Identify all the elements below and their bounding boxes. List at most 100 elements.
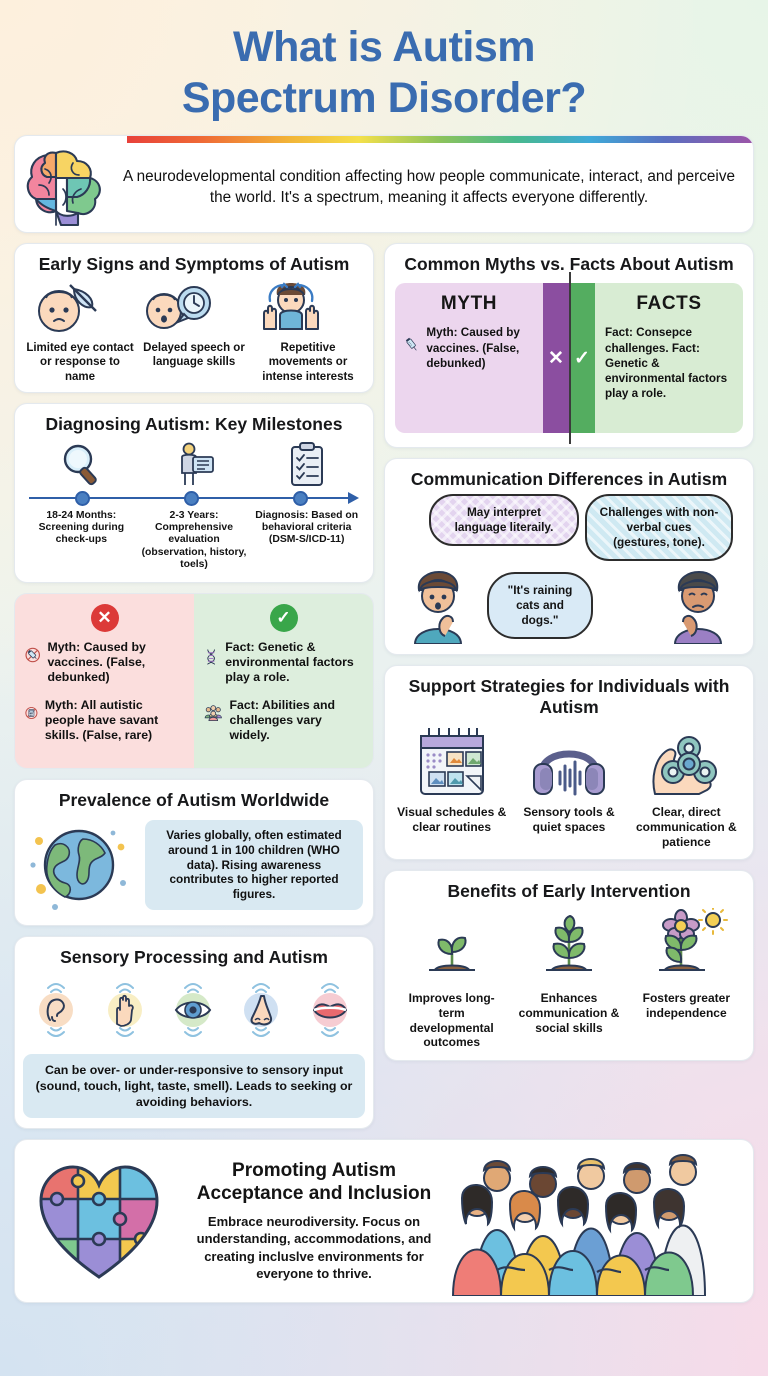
growing-plant-icon xyxy=(545,915,592,972)
timeline-dot xyxy=(293,490,308,506)
globe-icon xyxy=(30,829,126,910)
diverse-group-icon xyxy=(449,1146,749,1297)
page-title: What is Autism Spectrum Disorder? xyxy=(14,0,754,123)
bubble-literal-language: May interpret language literaily. xyxy=(429,494,579,547)
myth-column-body: Myth: Caused by vaccines. (False, debunk… xyxy=(405,325,533,371)
support-item: Sensory tools & quiet spaces xyxy=(510,724,627,849)
child-hand-flapping-icon xyxy=(263,282,319,331)
myths-vs-facts-card: Common Myths vs. Facts About Autism MYTH xyxy=(384,243,754,449)
no-calculator-icon xyxy=(25,706,38,719)
intro-card: A neurodevelopmental condition affecting… xyxy=(14,135,754,234)
right-column: Common Myths vs. Facts About Autism MYTH xyxy=(384,243,754,1129)
early-sign-item: Delayed speech or language skills xyxy=(137,281,251,383)
sensory-card: Sensory Processing and Autism xyxy=(14,935,374,1130)
fact-text: Fact: Genetic & environmental factors pl… xyxy=(225,639,354,685)
sensory-item xyxy=(231,974,293,1046)
myth-fact-split-card: ✕ Myth: Caused by vaccines. ( xyxy=(14,592,374,769)
fact-side: ✓ Fact: xyxy=(194,593,373,768)
fact-text: Fact: Abilities and challenges vary wide… xyxy=(229,697,335,743)
sensory-item xyxy=(26,974,88,1046)
support-item: Visual schedules & clear routines xyxy=(393,724,510,849)
benefit-label: Fosters greater independence xyxy=(642,991,730,1020)
early-sign-label: Limited eye contact or response to name xyxy=(26,342,134,383)
myth-cell-text: Myth: Caused by vaccines. (False, debunk… xyxy=(426,326,520,370)
x-badge-icon: ✕ xyxy=(90,603,119,632)
group-people-icon xyxy=(204,704,222,721)
fact-badge-wrap: ✓ xyxy=(204,603,363,632)
timeline-dot xyxy=(184,490,200,506)
acceptance-banner: Promoting Autism Acceptance and Inclusio… xyxy=(14,1139,754,1304)
rainbow-brain-icon xyxy=(15,139,119,229)
milestone-label: 2-3 Years: Comprehensive evaluation (obs… xyxy=(141,509,247,571)
fact-column-header: FACTS xyxy=(636,293,702,315)
support-item: Clear, direct communication & patience xyxy=(628,724,745,849)
sensory-row xyxy=(23,974,365,1046)
early-signs-title: Early Signs and Symptoms of Autism xyxy=(38,254,350,275)
clinician-chart-icon xyxy=(138,439,251,487)
timeline-dot xyxy=(75,490,91,506)
fact-column-body: Fact: Consepce challenges. Fact: Genetic… xyxy=(605,325,733,401)
support-strategies-card: Support Strategies for Individuals with … xyxy=(384,665,754,861)
early-sign-item: Repetitive movements or intense interest… xyxy=(251,281,365,383)
early-sign-label: Delayed speech or language skills xyxy=(143,342,245,369)
nose-icon xyxy=(244,982,279,1037)
puzzle-heart-icon xyxy=(19,1159,179,1283)
myth-column-header: MYTH xyxy=(440,293,498,315)
milestones-timeline xyxy=(29,489,359,507)
milestones-card: Diagnosing Autism: Key Milestones xyxy=(14,402,374,583)
fact-cell-text: Fact: Consepce challenges. Fact: Genetic… xyxy=(605,326,728,401)
fidget-spinner-hand-icon xyxy=(652,736,718,796)
acceptance-text: Embrace neurodiversity. Focus on underst… xyxy=(196,1214,432,1281)
sensory-item xyxy=(163,974,225,1046)
confused-person-icon xyxy=(413,571,463,645)
fact-item: Fact: Genetic & environmental factors pl… xyxy=(204,640,363,686)
ear-icon xyxy=(39,982,74,1037)
benefit-item: Enhances communication & social skills xyxy=(510,908,627,1050)
left-column: Early Signs and Symptoms of Autism L xyxy=(14,243,374,1130)
prevalence-card: Prevalence of Autism Worldwide Varies gl… xyxy=(14,778,374,926)
fact-item: Fact: Abilities and challenges vary wide… xyxy=(204,698,363,744)
prevalence-text: Varies globally, often estimated around … xyxy=(145,819,363,911)
divider-check-icon: ✓ xyxy=(569,283,595,434)
sensory-note: Can be over- or under-responsive to sens… xyxy=(23,1053,365,1119)
myth-item: Myth: All autistic people have savant sk… xyxy=(25,698,184,744)
myth-text: Myth: Caused by vaccines. (False, debunk… xyxy=(47,639,146,685)
headphones-icon xyxy=(532,751,605,796)
eye-icon xyxy=(174,982,212,1037)
benefits-row: Improves long-term developmental outcome… xyxy=(393,908,745,1050)
baby-no-eye-contact-icon xyxy=(38,284,97,333)
benefit-item: Fosters greater independence xyxy=(628,908,745,1050)
early-sign-item: Limited eye contact or response to name xyxy=(23,281,137,383)
communication-stage: May interpret language literaily. Challe… xyxy=(395,494,743,645)
myth-item: Myth: Caused by vaccines. (False, debunk… xyxy=(25,640,184,686)
baby-speech-bubble-clock-icon xyxy=(146,286,211,330)
benefits-title: Benefits of Early Intervention xyxy=(447,881,691,902)
title-line-1: What is Autism xyxy=(233,23,535,71)
support-title: Support Strategies for Individuals with … xyxy=(408,676,730,718)
dna-helix-icon xyxy=(207,649,215,665)
lips-icon xyxy=(312,982,347,1037)
milestones-labels: 18-24 Months: Screening during check-ups… xyxy=(25,510,363,572)
visual-schedule-calendar-icon xyxy=(419,728,484,796)
divider-x-icon: ✕ xyxy=(543,283,569,434)
myths-vs-facts-table: MYTH Myth: Caused by vaccines. (F xyxy=(395,272,743,445)
rainbow-bar xyxy=(127,136,753,144)
magnifying-glass-icon xyxy=(25,439,138,487)
timeline-arrow xyxy=(348,491,359,504)
myth-side: ✕ Myth: Caused by vaccines. ( xyxy=(15,593,194,768)
thinking-person-icon xyxy=(673,571,723,645)
sensory-title: Sensory Processing and Autism xyxy=(60,946,328,967)
myth-fact-divider: ✕ ✓ xyxy=(543,272,595,445)
support-label: Sensory tools & quiet spaces xyxy=(523,805,615,835)
early-sign-label: Repetitive movements or intense interest… xyxy=(262,342,354,383)
milestones-icons xyxy=(25,439,363,487)
sensory-item xyxy=(95,974,157,1046)
communication-title: Communication Differences in Autism xyxy=(410,469,728,490)
acceptance-title: Promoting Autism Acceptance and Inclusio… xyxy=(196,1160,432,1205)
sensory-item xyxy=(300,974,362,1046)
acceptance-text-block: Promoting Autism Acceptance and Inclusio… xyxy=(179,1160,449,1282)
bubble-idiom: "It's raining cats and dogs." xyxy=(487,572,593,640)
clipboard-checklist-icon xyxy=(250,439,363,487)
bubble-nonverbal-cues: Challenges with non-verbal cues (gesture… xyxy=(585,494,733,562)
communication-card: Communication Differences in Autism May … xyxy=(384,458,754,656)
